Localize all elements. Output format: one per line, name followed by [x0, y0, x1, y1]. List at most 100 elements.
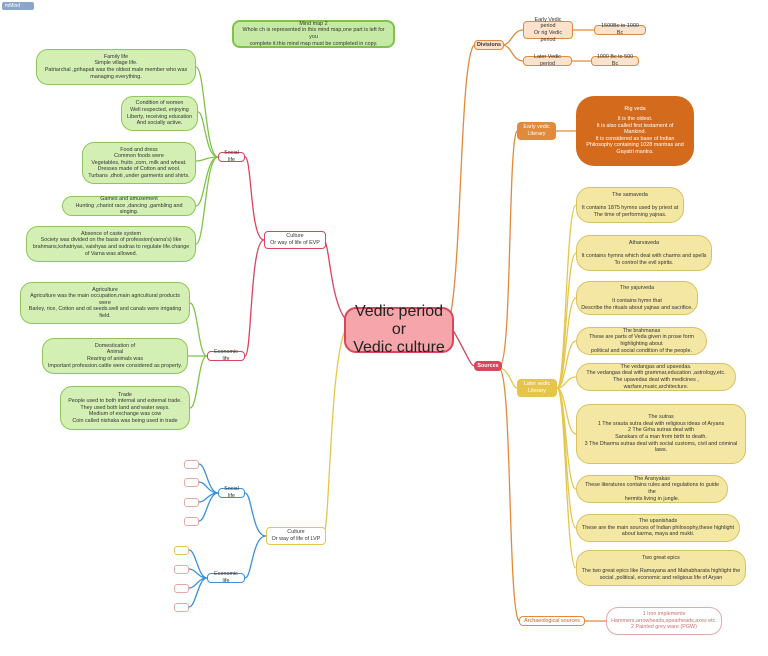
culture-evp-line-2: Or way of life of EVP	[270, 240, 320, 246]
empty-topic-node[interactable]	[174, 565, 189, 574]
node-text-line: Coin called nishaka was being used in tr…	[72, 417, 178, 424]
culture-lvp-node[interactable]: Culture Or way of life of LVP	[266, 527, 326, 545]
note-line-1: Mind map 2	[299, 20, 328, 27]
node-text-line	[636, 291, 638, 298]
lvp-economic-life-node[interactable]: Economic life	[207, 571, 245, 584]
early-period-line-1: Early Vedic period	[534, 16, 562, 30]
early-literary-line-1: Early vedic	[523, 124, 550, 131]
node-text-line: These literatures contains rules and reg…	[585, 482, 719, 495]
node-text-line: brahmans,kshatriyas, vaishyas and sudras…	[32, 244, 190, 250]
archaeological-sources-node[interactable]: Archaeological sources	[519, 616, 585, 626]
rig-veda-line: It is also called first testament of	[596, 122, 674, 129]
node-text-line: And socially active.	[136, 120, 183, 127]
node-text-line: hermits living in jungle.	[624, 495, 680, 502]
evp-social-label: Social life	[224, 150, 239, 163]
node-text-line: The samaveda	[612, 191, 648, 198]
node-text-line: Games and amusement	[100, 196, 158, 203]
node-text-line: 3 The Dharma sutras deal with social cus…	[584, 440, 738, 447]
node-text-line: The time of performing yajnas.	[593, 211, 667, 218]
lvp-social-label: Social life	[224, 486, 239, 499]
node-text-line: Domestication of	[94, 342, 136, 349]
node-text-line: Patriarchal ,grihapati was the oldest ma…	[44, 67, 188, 73]
rig-veda-line: Gayatri mantra.	[616, 148, 654, 155]
evp-economic-life-node[interactable]: Economic life	[207, 349, 245, 362]
note-line-2: Whole ch is represented in this mind map…	[242, 27, 385, 40]
node-text-line: Important profession.cattle were conside…	[47, 362, 183, 369]
culture-lvp-line-1: Culture	[287, 529, 305, 536]
culture-lvp-line-2: Or way of life of LVP	[271, 536, 321, 542]
rig-veda-line: It is the oldest.	[617, 116, 653, 123]
node-text-line	[629, 198, 631, 205]
note-line-3: complete it.this mind map must be comple…	[249, 40, 378, 47]
node-text-line	[643, 246, 645, 253]
central-topic[interactable]: Vedic period or Vedic culture	[344, 303, 454, 356]
evp-social-life-node[interactable]: Social life	[218, 150, 245, 163]
samaveda-node[interactable]: The samaveda It contains 1875 hymns used…	[576, 187, 684, 223]
empty-topic-node[interactable]	[174, 546, 189, 555]
archaeological-label: Archaeological sources	[524, 617, 580, 624]
node-text-line: Sanskars of a man from birth to death.	[615, 434, 707, 440]
empty-topic-node[interactable]	[174, 603, 189, 612]
app-logo-badge: mMind	[2, 2, 34, 10]
culture-evp-node[interactable]: Culture Or way of life of EVP	[264, 231, 326, 249]
node-text-line: Agriculture was the main occupation.main…	[30, 293, 180, 300]
node-text-line: 1 Iron implements	[642, 611, 686, 618]
rig-veda-line: Mankind.	[624, 129, 646, 136]
rig-veda-node[interactable]: Rig veda It is the oldest. It is also ca…	[576, 96, 694, 166]
node-text-line: It contains hymn that	[612, 298, 662, 304]
node-text-line: Well respected, enjoying	[130, 106, 189, 113]
node-text-line: Simple village life.	[94, 60, 138, 67]
node-text-line: Vegetables, fruits ,corn, milk and wheat…	[91, 159, 187, 166]
node-text-line: Agriculture	[92, 286, 118, 293]
later-vedic-period-node[interactable]: Later Vedic period	[523, 54, 572, 67]
atharvaveda-node[interactable]: Atharvaveda It contains hymns which deal…	[576, 235, 712, 271]
node-text-line: The two great epics like Ramayana and Ma…	[581, 568, 741, 574]
node-text-line: The yajurveda	[619, 284, 655, 291]
empty-topic-node[interactable]	[184, 498, 199, 507]
node-text-line: These are the main sources of Indian phi…	[581, 524, 735, 531]
empty-topic-node[interactable]	[184, 478, 199, 487]
node-text-line: Barley, rice, Cotton and oil seeds.well …	[28, 306, 182, 313]
early-vedic-period-node[interactable]: Early Vedic period Or rig Vedic period	[523, 17, 573, 43]
early-vedic-date-node[interactable]: 1500Bc to 1000 Bc	[594, 23, 646, 36]
node-text-line: It contains 1875 hymns used by priest at	[581, 205, 679, 211]
early-period-date: 1500Bc to 1000 Bc	[601, 23, 639, 36]
node-text-line: political and social condition of the pe…	[591, 347, 692, 354]
sources-node[interactable]: Sources	[474, 361, 502, 371]
divisions-node[interactable]: Divisions	[474, 40, 504, 50]
node-text-line: Medium of exchange was cow	[88, 411, 162, 418]
later-vedic-date-node[interactable]: 1000 Bc to 500 Bc	[591, 54, 639, 67]
node-text-line: 2 Painted grey ware (PGW)	[631, 624, 697, 631]
node-text-line: These are parts of Veda given in prose f…	[589, 334, 694, 347]
node-text-line: The brahmanas	[622, 327, 661, 334]
empty-topic-node[interactable]	[184, 460, 199, 469]
node-text-line: Family life	[103, 53, 129, 60]
lvp-social-life-node[interactable]: Social life	[218, 486, 245, 499]
node-text-line: Absence of caste system	[81, 230, 141, 237]
node-text-line: The Aranyakas	[634, 475, 670, 482]
vedangas-node[interactable]: The vedangas and upavedas.The vedangas d…	[576, 363, 736, 391]
two-great-epics-node[interactable]: Two great epics The two great epics like…	[576, 550, 746, 586]
mind-map-note[interactable]: Mind map 2 Whole ch is represented in th…	[232, 20, 395, 48]
node-text-line: 2 The Grha sutras deal with	[627, 427, 695, 434]
node-text-line: about karma, maya and mukti.	[621, 531, 695, 538]
later-vedic-literary-node[interactable]: Later vedic Literary	[517, 379, 557, 397]
early-vedic-literary-node[interactable]: Early vedic Literary	[517, 122, 556, 140]
empty-topic-node[interactable]	[184, 517, 199, 526]
empty-topic-node[interactable]	[174, 584, 189, 593]
